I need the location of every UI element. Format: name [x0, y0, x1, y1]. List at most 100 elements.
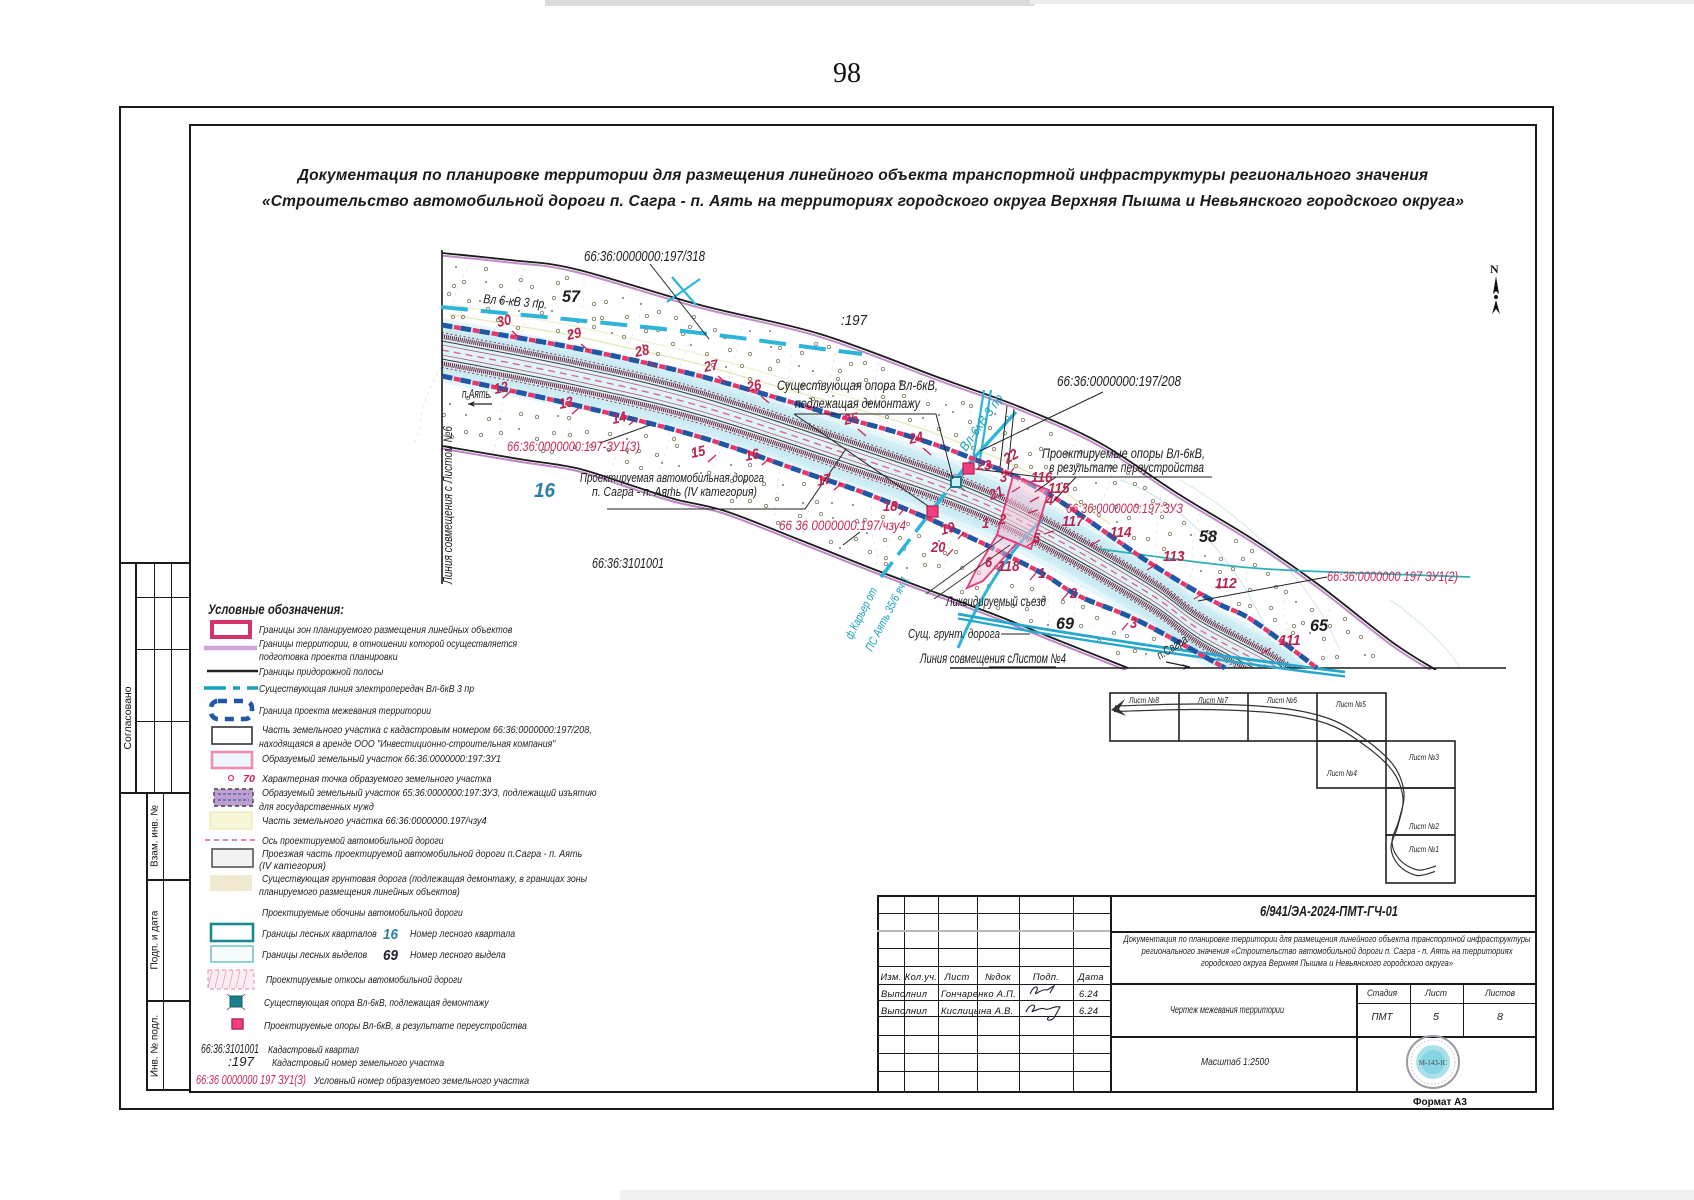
- svg-text:112: 112: [1215, 576, 1237, 592]
- svg-text:Масштаб 1:2500: Масштаб 1:2500: [1201, 1056, 1269, 1068]
- svg-text:Стадия: Стадия: [1367, 988, 1397, 999]
- svg-text:69: 69: [1056, 614, 1075, 633]
- svg-text:118: 118: [998, 559, 1020, 575]
- svg-text:п.Аять: п.Аять: [462, 387, 490, 401]
- svg-text:16: 16: [383, 926, 399, 943]
- svg-text:1: 1: [1038, 566, 1045, 582]
- svg-text:регионального значения «Строит: регионального значения «Строительство ав…: [1141, 946, 1513, 956]
- svg-text:Границы лесных выделов: Границы лесных выделов: [262, 950, 368, 961]
- svg-text:Существующая опора Вл-6кВ,: Существующая опора Вл-6кВ,: [777, 378, 938, 393]
- svg-text:Образуемый земельный участок 6: Образуемый земельный участок 65:36:00000…: [262, 787, 597, 799]
- svg-text:Существующая опора Вл-6кВ, под: Существующая опора Вл-6кВ, подлежащая де…: [264, 998, 489, 1009]
- svg-text:3: 3: [1130, 616, 1137, 632]
- svg-text:13: 13: [558, 394, 575, 413]
- svg-text:Лист №4: Лист №4: [1326, 768, 1357, 778]
- svg-text:Образуемый земельный участок 6: Образуемый земельный участок 66:36:00000…: [262, 753, 501, 765]
- svg-text:Лист №1: Лист №1: [1408, 844, 1439, 854]
- svg-text:Лист №6: Лист №6: [1266, 695, 1297, 705]
- svg-text:Лист №8: Лист №8: [1128, 695, 1159, 705]
- svg-text:1: 1: [982, 516, 989, 532]
- svg-text:находящаяся в аренде ООО "Инве: находящаяся в аренде ООО "Инвестиционно-…: [259, 739, 556, 750]
- svg-text:Условный номер образуемого зем: Условный номер образуемого земельного уч…: [313, 1075, 529, 1087]
- svg-text:5: 5: [1433, 1012, 1439, 1023]
- svg-text:15: 15: [690, 443, 708, 462]
- svg-text:Ликвидируемый съезд: Ликвидируемый съезд: [945, 594, 1046, 609]
- svg-text:Линия совмещения с Листом №6: Линия совмещения с Листом №6: [441, 426, 455, 585]
- svg-text:66:36 0000000 197 ЗУ1(З): 66:36 0000000 197 ЗУ1(З): [196, 1073, 306, 1087]
- svg-text:65: 65: [1310, 616, 1329, 635]
- svg-text:69: 69: [383, 947, 399, 964]
- svg-text:в результате переустройства: в результате переустройства: [1049, 460, 1204, 475]
- svg-text:Часть земельного участка 66:36: Часть земельного участка 66:36:0000000.1…: [262, 816, 487, 827]
- svg-text:29: 29: [565, 325, 583, 344]
- svg-text:116: 116: [1031, 470, 1053, 486]
- svg-text:28: 28: [633, 342, 652, 361]
- svg-text:23: 23: [976, 458, 991, 474]
- svg-text:66 36 0000000:197/чзу4: 66 36 0000000:197/чзу4: [779, 518, 906, 533]
- svg-text:N: N: [1490, 262, 1499, 276]
- svg-text:27: 27: [702, 357, 721, 376]
- svg-text:Условные обозначения:: Условные обозначения:: [208, 601, 344, 617]
- svg-text:Существующая грунтовая дорога: Существующая грунтовая дорога (подлежаща…: [262, 874, 587, 885]
- svg-text:Лист №2: Лист №2: [1408, 821, 1439, 831]
- svg-text:Лист №7: Лист №7: [1197, 695, 1228, 705]
- svg-text:66:36:3101001: 66:36:3101001: [201, 1041, 259, 1056]
- svg-text:18: 18: [883, 499, 898, 515]
- svg-text::197: :197: [228, 1054, 255, 1069]
- svg-text:115: 115: [1048, 481, 1070, 497]
- svg-text:4: 4: [1045, 493, 1053, 509]
- svg-text:Лист №3: Лист №3: [1408, 752, 1439, 762]
- svg-text:Границы территории, в отношени: Границы территории, в отношении которой …: [259, 639, 517, 650]
- svg-text:Ось проектируемой автомобильно: Ось проектируемой автомобильной дороги: [262, 835, 444, 847]
- svg-text:городского округа Верхняя Пышм: городского округа Верхняя Пышма и Невьян…: [1201, 958, 1453, 968]
- svg-text:Чертеж межевания территории: Чертеж межевания территории: [1170, 1005, 1284, 1016]
- svg-text:20: 20: [930, 540, 945, 556]
- svg-text:21: 21: [986, 484, 1006, 504]
- svg-text:Границы придорожной полосы: Границы придорожной полосы: [259, 667, 384, 678]
- svg-text:ПМТ: ПМТ: [1372, 1012, 1394, 1023]
- svg-text:2: 2: [998, 512, 1006, 528]
- svg-text:66:36:0000000 197 ЗУ1(2): 66:36:0000000 197 ЗУ1(2): [1327, 569, 1458, 584]
- svg-text:Характерная точка образуемого: Характерная точка образуемого земельного…: [261, 773, 491, 785]
- svg-text:6/941/ЭА-2024-ПМТ-ГЧ-01: 6/941/ЭА-2024-ПМТ-ГЧ-01: [1260, 903, 1398, 920]
- svg-text:14: 14: [611, 409, 628, 428]
- svg-text:подготовка проекта планировки: подготовка проекта планировки: [259, 652, 398, 663]
- svg-text::197: :197: [841, 312, 868, 329]
- svg-text:Номер лесного квартала: Номер лесного квартала: [410, 929, 515, 940]
- svg-text:22: 22: [1000, 446, 1021, 468]
- svg-text:Кадастровый квартал: Кадастровый квартал: [268, 1045, 359, 1056]
- svg-text:Границы зон планируемого разме: Границы зон планируемого размещения лине…: [259, 624, 513, 636]
- svg-text:Проектируемые откосы автомобил: Проектируемые откосы автомобильной дорог…: [266, 974, 462, 986]
- svg-text:16: 16: [534, 480, 556, 502]
- svg-text:19: 19: [939, 520, 957, 539]
- svg-text:117: 117: [1062, 514, 1084, 530]
- svg-text:12: 12: [493, 379, 510, 398]
- svg-text:24: 24: [907, 429, 925, 448]
- svg-text:8: 8: [1497, 1012, 1503, 1023]
- svg-text:Проектируемые опоры Вл-6кВ,: Проектируемые опоры Вл-6кВ,: [1042, 446, 1205, 461]
- svg-text:Вл 6-кВ 3 пр.: Вл 6-кВ 3 пр.: [483, 291, 548, 312]
- svg-text:17: 17: [816, 471, 834, 490]
- svg-text:Листов: Листов: [1484, 988, 1515, 999]
- svg-text:66:36:0000000:197/318: 66:36:0000000:197/318: [584, 249, 705, 265]
- svg-text:114: 114: [1110, 525, 1132, 541]
- svg-text:Сущ. грунт. дорога: Сущ. грунт. дорога: [908, 626, 1000, 641]
- svg-text:25: 25: [842, 410, 861, 429]
- svg-text:5: 5: [1033, 531, 1041, 547]
- svg-text:66:36:0000000:197/208: 66:36:0000000:197/208: [1057, 374, 1181, 390]
- svg-text:66:36:0000000:197-ЗУ1(З): 66:36:0000000:197-ЗУ1(З): [507, 439, 640, 454]
- svg-text:Проектируемые обочины автомоби: Проектируемые обочины автомобильной доро…: [262, 907, 463, 919]
- svg-text:6: 6: [985, 555, 993, 571]
- svg-text:70: 70: [243, 773, 255, 785]
- svg-text:п. Сагра - п. Аять (IV категор: п. Сагра - п. Аять (IV категория): [592, 485, 757, 499]
- svg-text:26: 26: [745, 377, 764, 396]
- svg-text:Документация по планировке тер: Документация по планировке территории дл…: [1123, 934, 1531, 944]
- svg-text:(IV категория): (IV категория): [259, 861, 326, 872]
- svg-text:Лист №5: Лист №5: [1335, 699, 1366, 709]
- svg-text:Проектируемые опоры Вл-6кВ, в: Проектируемые опоры Вл-6кВ, в результате…: [264, 1021, 527, 1032]
- svg-text:Граница проекта межевания терр: Граница проекта межевания территории: [259, 706, 431, 717]
- svg-text:ПС Аять 35/6 яч.1: ПС Аять 35/6 яч.1: [862, 574, 912, 653]
- svg-text:Кадастровый номер земельного у: Кадастровый номер земельного участка: [272, 1058, 444, 1069]
- svg-text:Границы лесных кварталов: Границы лесных кварталов: [262, 929, 377, 940]
- svg-text:планируемого размещения линейн: планируемого размещения линейных объекто…: [259, 886, 460, 898]
